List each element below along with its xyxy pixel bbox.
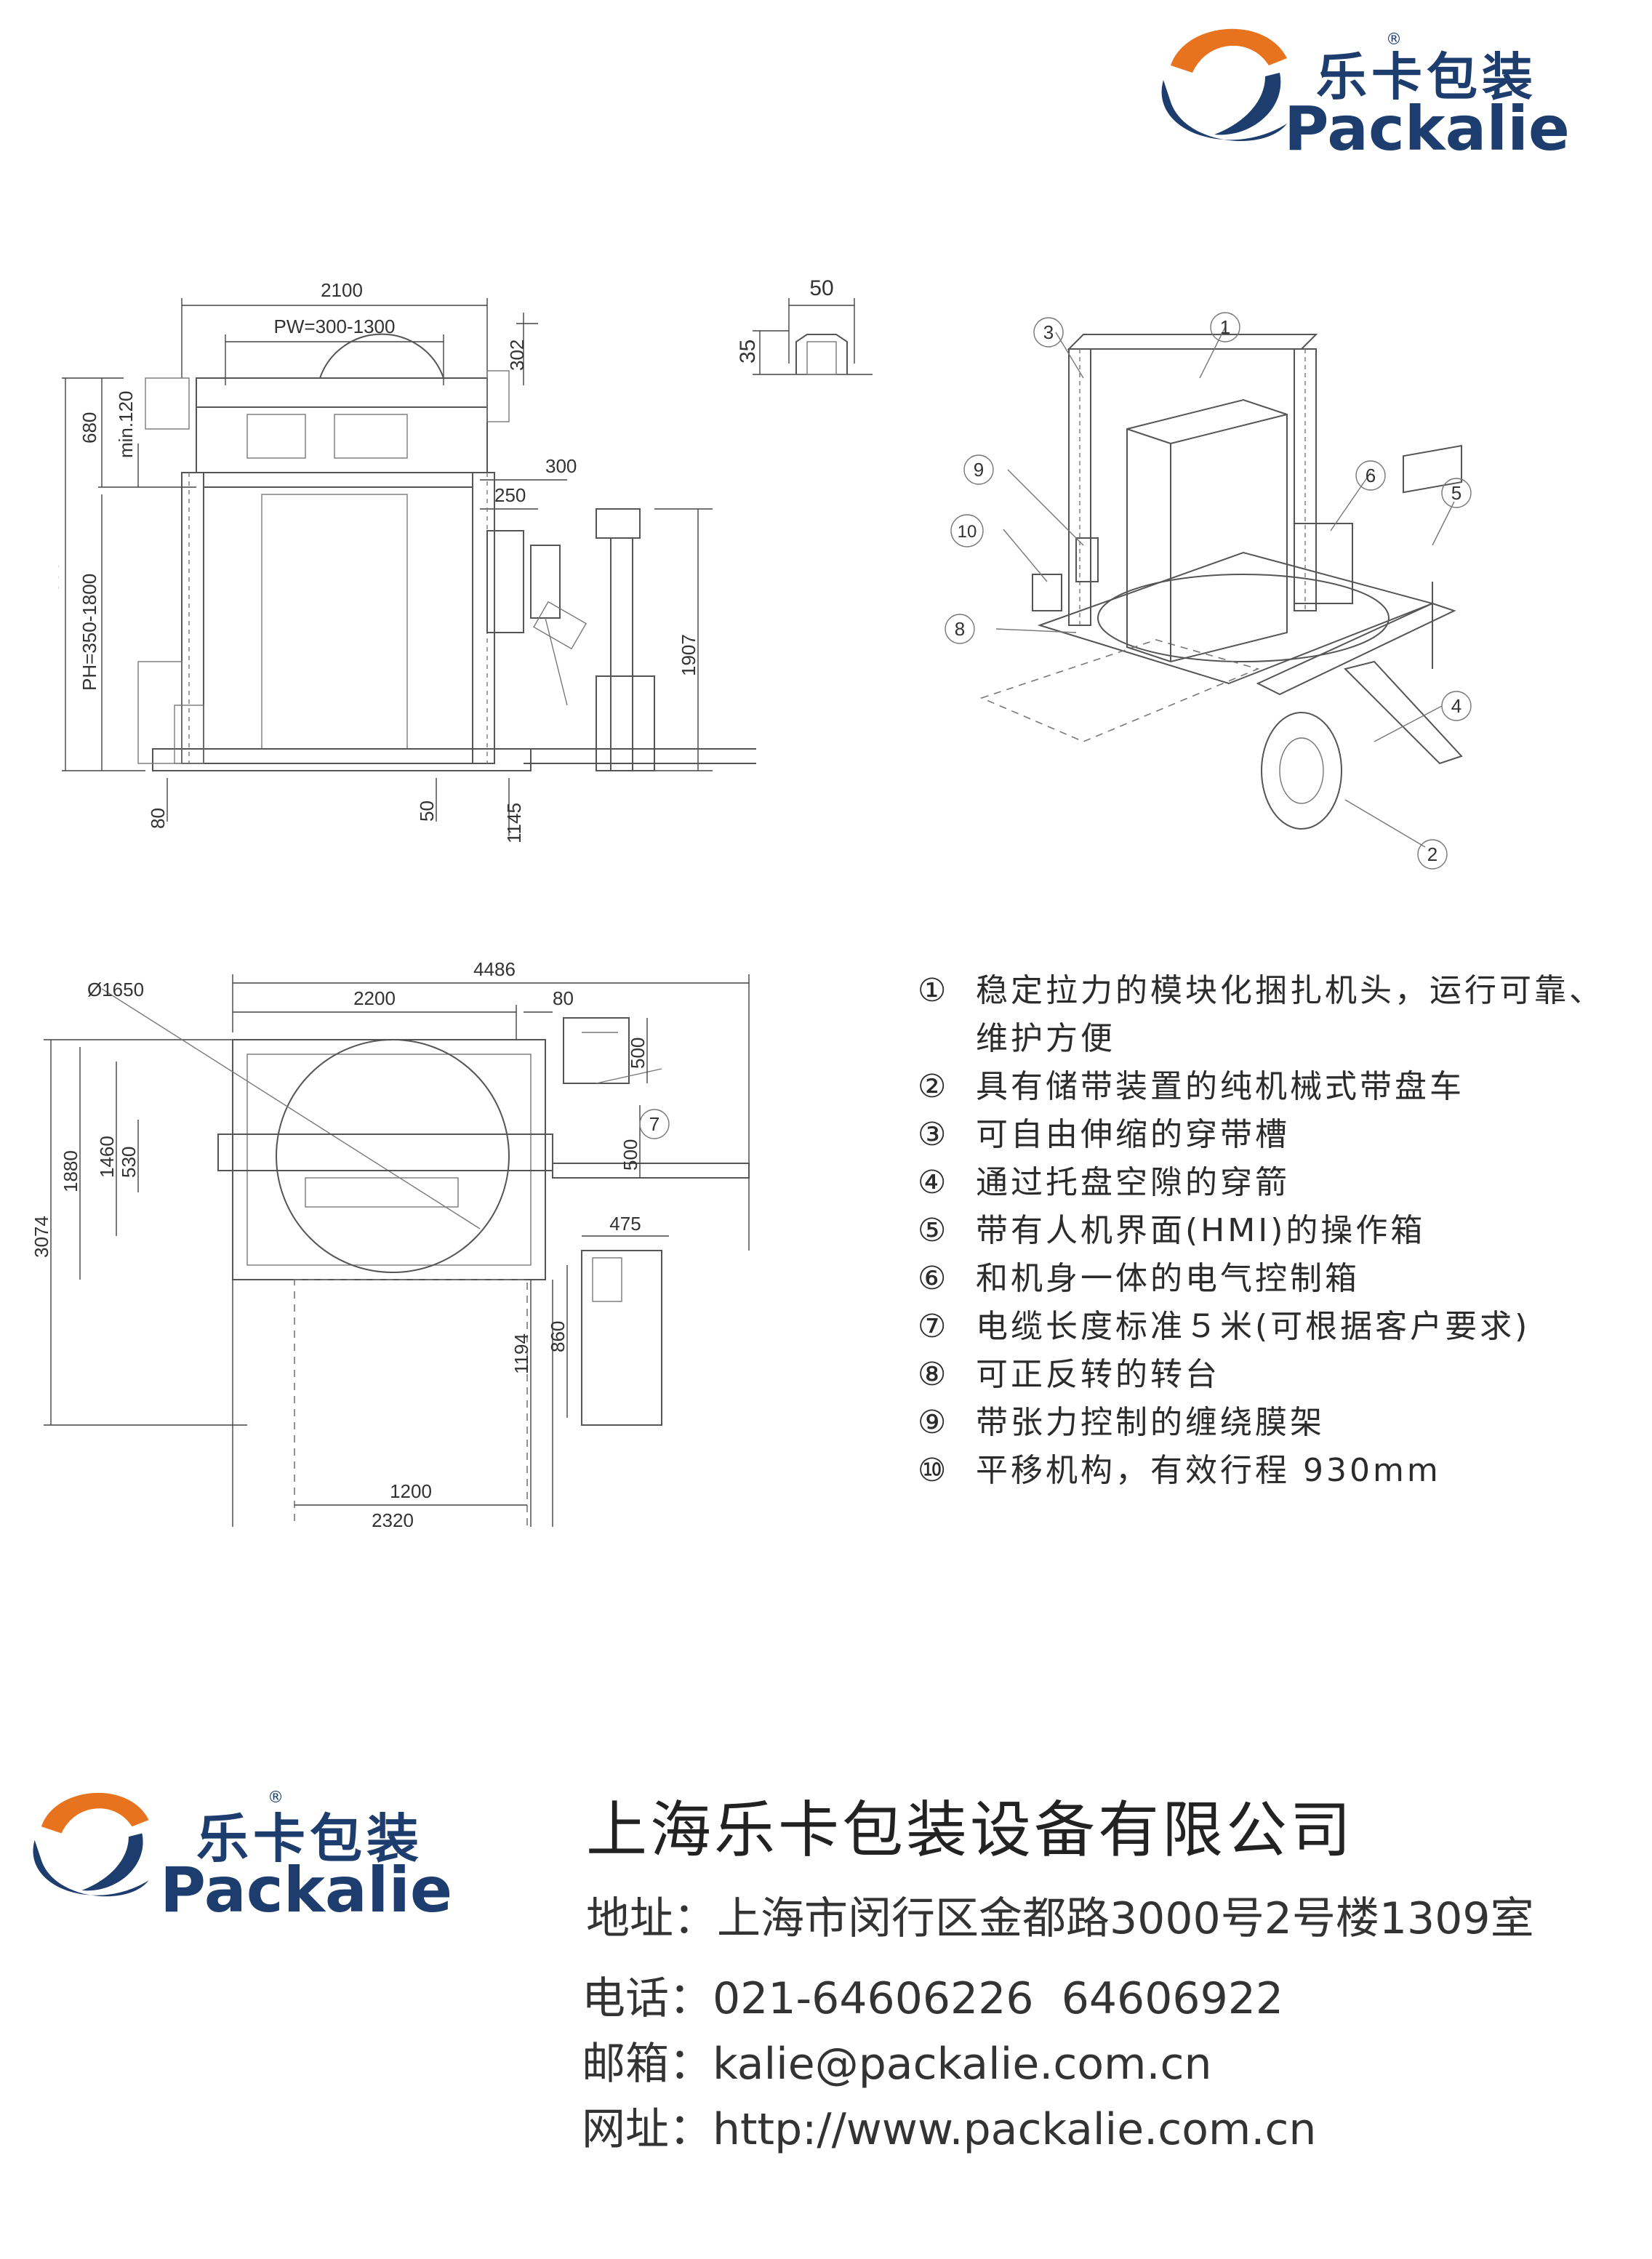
svg-text:3: 3: [1043, 321, 1054, 343]
phone-value: 021-64606226 64606922: [713, 1973, 1284, 2024]
email-link[interactable]: kalie@packalie.com.cn: [713, 2039, 1212, 2090]
dim-height-530: 530: [118, 1147, 140, 1178]
callout-6: 6: [1355, 460, 1386, 491]
dim-bottom-1200: 1200: [390, 1480, 432, 1502]
dim-box-500-side: 500: [620, 1139, 641, 1171]
dim-ph: PH=350-1800: [79, 574, 100, 691]
callout-4: 4: [1441, 691, 1472, 721]
web-label: 网址：: [582, 2104, 713, 2155]
dim-offset-80: 80: [553, 987, 574, 1009]
strap-profile-drawing: 50 35: [736, 276, 873, 375]
dim-width-total: 2100: [321, 279, 363, 301]
logo-name-en: Packalie: [1284, 93, 1570, 164]
callout-7: 7: [639, 1109, 670, 1139]
email-line: 邮箱：kalie@packalie.com.cn: [582, 2029, 1212, 2092]
front-view-drawing: 2100 PW=300-1300 302 680 min.120 300 250…: [58, 279, 756, 843]
callout-10: 10: [950, 514, 984, 547]
dim-bottom-1145: 1145: [503, 803, 525, 843]
strap-height: 35: [736, 340, 760, 364]
address-line: 地址：上海市闵行区金都路3000号2号楼1309室: [586, 1883, 1534, 1946]
header-logo: 乐卡包装 ® Packalie: [1142, 15, 1592, 164]
dim-height-3074: 3074: [31, 1216, 52, 1258]
dim-total-height: 2803: [58, 561, 63, 603]
dim-min-clearance: min.120: [115, 391, 137, 459]
phone-label: 电话：: [582, 1973, 713, 2024]
logo-mark-icon: [1161, 28, 1287, 141]
address-value: 上海市闵行区金都路3000号2号楼1309室: [717, 1893, 1534, 1944]
svg-text:7: 7: [649, 1113, 659, 1135]
footer-logo: 乐卡包装 ® Packalie: [15, 1767, 480, 1927]
web-line: 网址：http://www.packalie.com.cn: [582, 2094, 1316, 2157]
company-name: 上海乐卡包装设备有限公司: [586, 1794, 1355, 1866]
callout-3: 3: [1033, 317, 1064, 348]
dim-bottom-50: 50: [416, 801, 438, 822]
dim-top-offset: 302: [506, 340, 528, 371]
dim-bottom-2320: 2320: [372, 1509, 414, 1527]
dim-side-250: 250: [494, 484, 526, 506]
dim-height-1460: 1460: [96, 1136, 118, 1178]
svg-text:1: 1: [1220, 316, 1230, 338]
plan-view-drawing: Ø1650 4486 2200 80 500 500 7 3074 1880 1…: [31, 958, 750, 1527]
strap-width: 50: [809, 276, 833, 300]
footer-logo-name-en: Packalie: [160, 1854, 453, 1927]
dim-bottom-80: 80: [147, 808, 169, 829]
address-label: 地址：: [586, 1893, 717, 1944]
dim-head-height: 680: [79, 412, 100, 444]
dim-inner-2200: 2200: [353, 987, 396, 1009]
footer-logo-name-zh: 乐卡包装: [196, 1808, 424, 1869]
callout-8: 8: [945, 614, 975, 644]
dim-cart-475: 475: [609, 1213, 641, 1235]
callout-2: 2: [1417, 839, 1448, 870]
logo-name-zh: 乐卡包装: [1316, 47, 1537, 107]
email-label: 邮箱：: [582, 2039, 713, 2090]
svg-text:10: 10: [958, 522, 977, 542]
svg-text:4: 4: [1451, 695, 1461, 717]
dim-side-300: 300: [545, 455, 577, 477]
callout-1: 1: [1210, 312, 1240, 342]
svg-text:8: 8: [955, 618, 965, 640]
svg-text:2: 2: [1427, 843, 1438, 865]
callout-5: 5: [1441, 478, 1472, 508]
callout-9: 9: [963, 454, 994, 485]
svg-text:5: 5: [1451, 482, 1461, 504]
dim-cart-860: 860: [547, 1321, 569, 1352]
dim-depth-1194: 1194: [510, 1333, 532, 1374]
phone-line: 电话：021-64606226 64606922: [582, 1963, 1283, 2026]
dim-box-500-top: 500: [627, 1038, 649, 1069]
footer-logo-registered-mark: ®: [268, 1789, 284, 1807]
dim-height-1880: 1880: [60, 1150, 81, 1192]
dim-frame-height: 1907: [678, 634, 699, 676]
svg-text:6: 6: [1366, 465, 1376, 486]
isometric-drawing: 1 2 3 4 5 6 8 9 10: [945, 312, 1472, 870]
svg-text:9: 9: [974, 459, 984, 481]
web-link[interactable]: http://www.packalie.com.cn: [713, 2104, 1317, 2155]
dim-overall-length: 4486: [473, 958, 516, 980]
dim-diameter: Ø1650: [87, 979, 144, 1000]
logo-registered-mark: ®: [1386, 31, 1402, 49]
footer-logo-mark-icon: [33, 1792, 149, 1897]
dim-pw: PW=300-1300: [274, 316, 396, 337]
